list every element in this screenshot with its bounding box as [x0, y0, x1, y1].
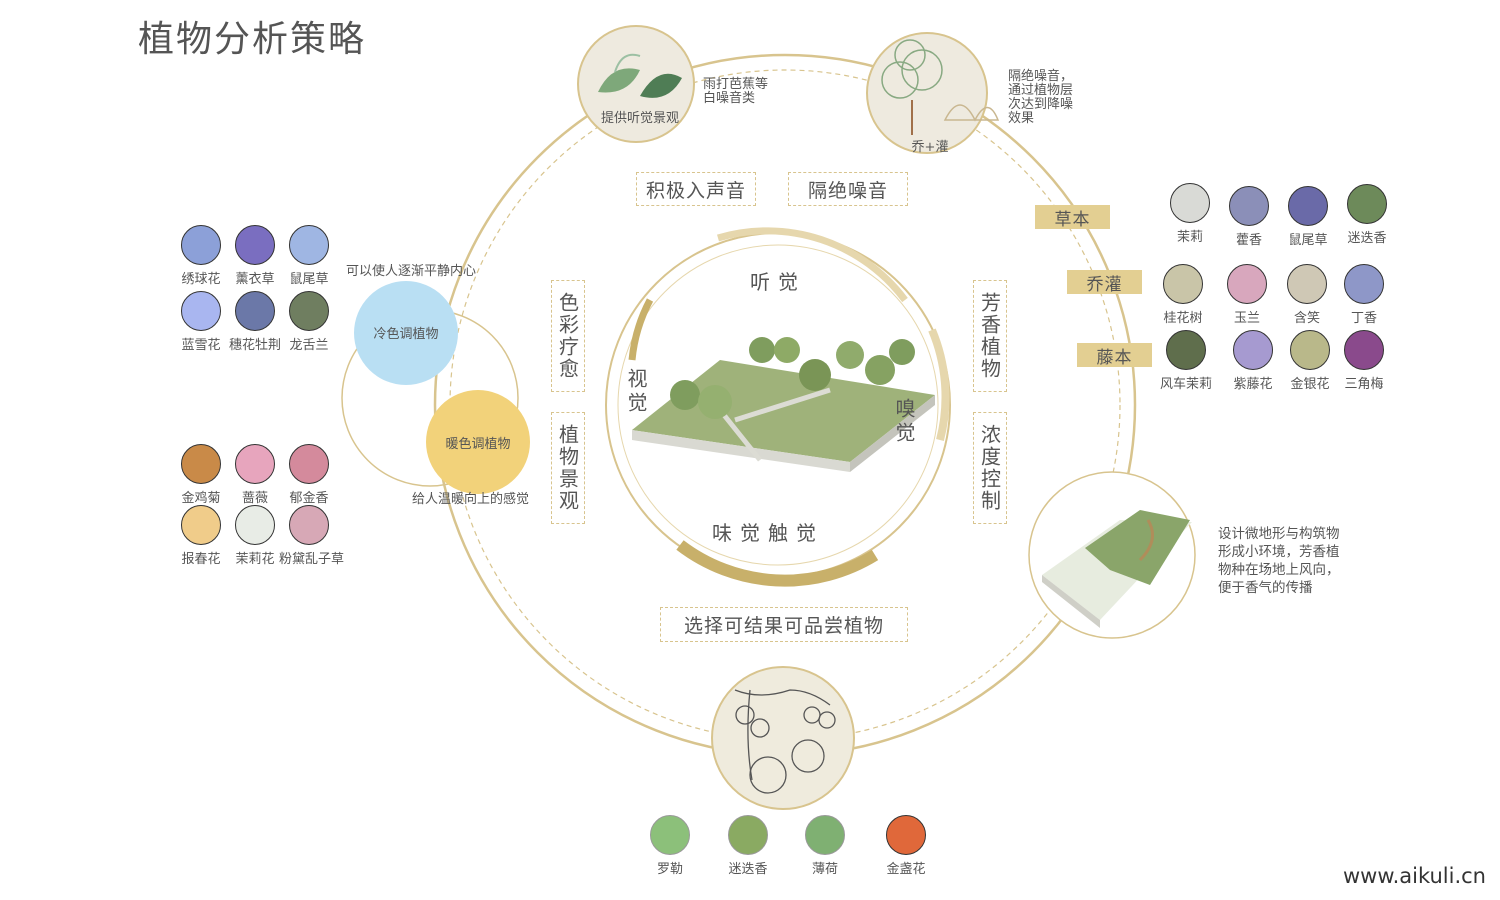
- plant-vine-3: 三角梅: [1334, 330, 1394, 392]
- plant-herb-0: 茉莉: [1160, 183, 1220, 245]
- tree-shrub-note: 隔绝噪音， 通过植物层 次达到降噪 效果: [1008, 69, 1074, 126]
- plant-warm-3: 报春花: [171, 505, 231, 567]
- plant-herb-1: 藿香: [1219, 186, 1279, 248]
- plant-cool-5: 龙舌兰: [279, 291, 339, 353]
- plant-shrub-2: 含笑: [1277, 264, 1337, 326]
- group-label-herb: 草本: [1035, 205, 1110, 230]
- hearing-bubble-note: 雨打芭蕉等 白噪音类: [703, 77, 769, 106]
- plant-edible-2: 薄荷: [795, 815, 855, 877]
- group-label-vine: 藤本: [1077, 343, 1152, 368]
- tag-color-heal: 色彩疗愈: [551, 280, 585, 392]
- microterrain-model: [1042, 510, 1192, 628]
- arc-hearing: [717, 227, 908, 303]
- plant-warm-5: 粉黛乱子草: [279, 505, 344, 567]
- tag-active-sound: 积极入声音: [636, 172, 756, 206]
- plant-cool-1: 薰衣草: [225, 225, 285, 287]
- cool-color-circle: [354, 281, 458, 385]
- plant-cool-3: 蓝雪花: [171, 291, 231, 353]
- tag-edible-plants: 选择可结果可品尝植物: [660, 607, 908, 642]
- tag-block-noise: 隔绝噪音: [788, 172, 908, 206]
- page-title: 植物分析策略: [138, 19, 367, 60]
- plant-vine-0: 风车茉莉: [1156, 330, 1216, 392]
- cool-color-label: 冷色调植物: [373, 327, 439, 342]
- plant-shrub-3: 丁香: [1334, 264, 1394, 326]
- tag-density-control: 浓度控制: [973, 412, 1007, 524]
- warm-color-label: 暖色调植物: [445, 437, 511, 452]
- tree-shrub-illustration: [881, 39, 1000, 135]
- plant-warm-0: 金鸡菊: [171, 444, 231, 506]
- plant-vine-2: 金银花: [1280, 330, 1340, 392]
- sense-sight: 视觉: [624, 368, 648, 416]
- plant-cool-0: 绣球花: [171, 225, 231, 287]
- plant-cool-2: 鼠尾草: [279, 225, 339, 287]
- arc-smell: [928, 328, 950, 442]
- warm-color-note: 给人温暖向上的感觉: [412, 492, 530, 507]
- plant-shrub-0: 桂花树: [1153, 264, 1213, 326]
- hearing-bubble: [577, 25, 695, 143]
- plant-edible-1: 迷迭香: [718, 815, 778, 877]
- hearing-bubble-label: 提供听觉景观: [600, 111, 679, 126]
- arc-sight: [628, 298, 654, 361]
- cool-color-note: 可以使人逐渐平静内心: [346, 264, 477, 279]
- plant-shrub-1: 玉兰: [1217, 264, 1277, 326]
- watermark: www.aikuli.cn: [1342, 864, 1486, 888]
- plant-warm-4: 茉莉花: [225, 505, 285, 567]
- tag-aroma-plant: 芳香植物: [973, 280, 1007, 392]
- inner-ring-thin: [617, 244, 939, 566]
- plant-herb-3: 迷迭香: [1337, 184, 1397, 246]
- plant-herb-2: 鼠尾草: [1278, 186, 1338, 248]
- fruit-sketch: [734, 689, 836, 794]
- plant-edible-3: 金盏花: [876, 815, 936, 877]
- plant-warm-1: 蔷薇: [225, 444, 285, 506]
- central-landscape-model: [632, 337, 935, 472]
- sense-smell: 嗅觉: [892, 398, 916, 446]
- plant-cool-4: 穗花牡荆: [225, 291, 285, 353]
- microterrain-note: 设计微地形与构筑物 形成小环境，芳香植 物种在场地上风向， 便于香气的传播: [1218, 526, 1340, 596]
- sense-taste-touch: 味觉触觉: [712, 521, 824, 545]
- tag-plant-view: 植物景观: [551, 412, 585, 524]
- banana-leaf-illustration: [598, 53, 682, 98]
- group-label-tree-shrub: 乔灌: [1067, 270, 1142, 295]
- warm-color-circle: [426, 390, 530, 494]
- tree-shrub-bubble-label: 乔+灌: [911, 140, 949, 155]
- sense-hearing: 听觉: [750, 270, 806, 294]
- arc-taste: [676, 540, 879, 587]
- plant-edible-0: 罗勒: [640, 815, 700, 877]
- plant-vine-1: 紫藤花: [1223, 330, 1283, 392]
- plant-warm-2: 郁金香: [279, 444, 339, 506]
- fruit-bubble: [711, 666, 855, 810]
